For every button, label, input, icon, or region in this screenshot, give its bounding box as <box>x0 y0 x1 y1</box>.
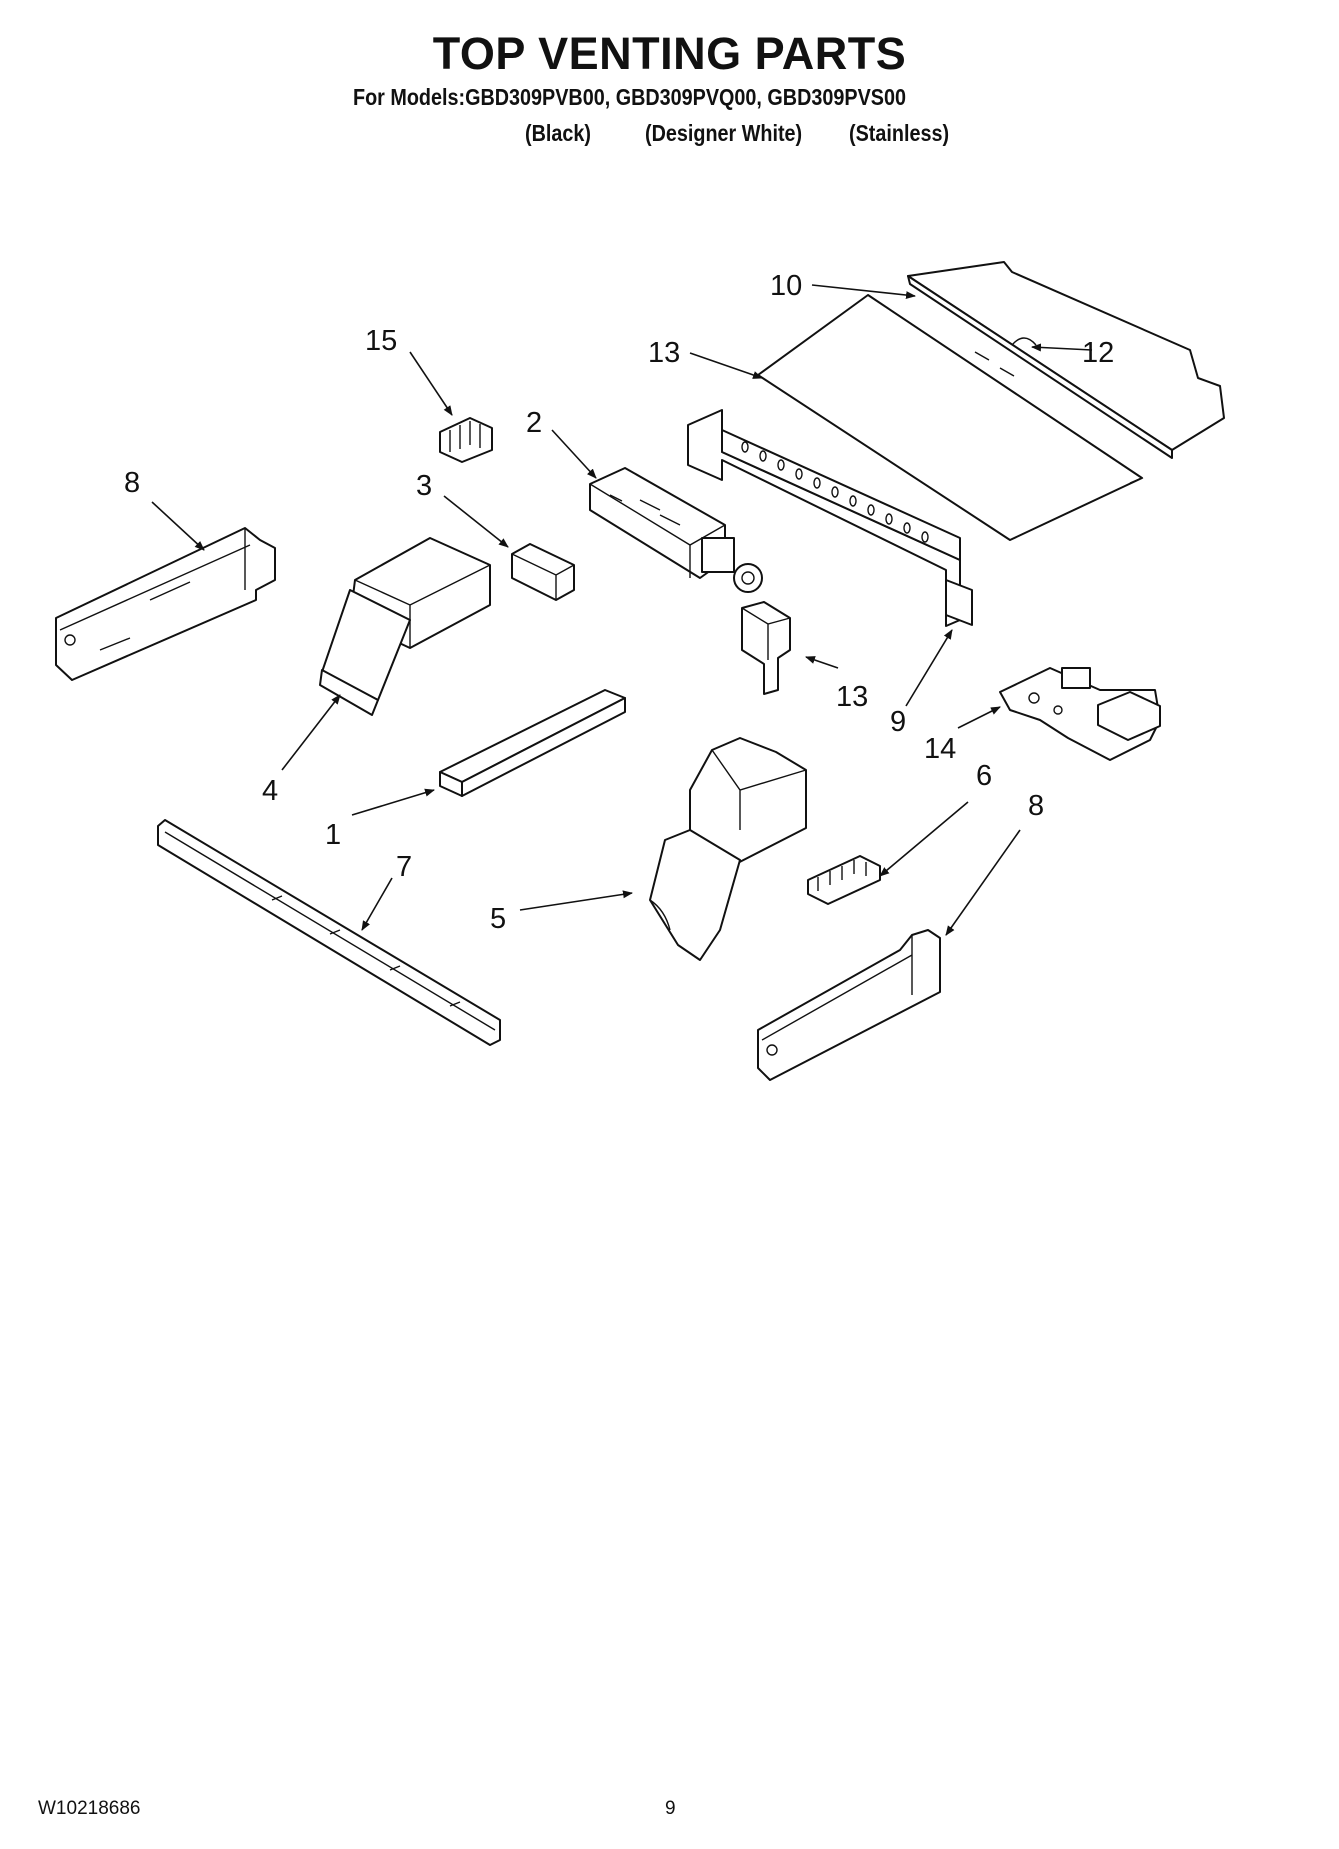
callout-9: 9 <box>890 706 906 738</box>
leader-11 <box>1031 343 1093 352</box>
part-2-blower-assembly <box>589 467 763 593</box>
callout-8-right: 8 <box>1028 790 1044 822</box>
part-13-small-bracket <box>741 601 791 695</box>
part-7-long-rail <box>157 819 501 1046</box>
callout-14: 14 <box>924 733 956 765</box>
leader-7 <box>361 877 393 931</box>
leader-10 <box>811 284 916 300</box>
callout-7: 7 <box>396 851 412 883</box>
page-number: 9 <box>665 1798 676 1819</box>
leader-8-right <box>945 829 1021 936</box>
part-6-terminal-strip <box>807 855 881 905</box>
leader-6 <box>879 801 969 877</box>
document-number: W10218686 <box>38 1798 141 1819</box>
leader-12 <box>689 352 763 379</box>
callout-12: 13 <box>648 337 680 369</box>
part-1-flat-strip <box>439 689 626 797</box>
models-line: For Models:GBD309PVB00, GBD309PVQ00, GBD… <box>353 84 906 110</box>
finish-stainless: (Stainless) <box>849 120 950 146</box>
part-10-top-panel <box>907 261 1225 459</box>
part-5-lower-duct <box>649 737 807 961</box>
leader-2 <box>551 429 597 479</box>
part-15-terminal-block <box>439 417 493 463</box>
leader-14 <box>957 706 1001 729</box>
finish-designer-white: (Designer White) <box>645 120 803 146</box>
page-title: TOP VENTING PARTS <box>432 28 907 79</box>
callout-15: 15 <box>365 325 397 357</box>
callout-10: 10 <box>770 270 802 302</box>
callout-11: 12 <box>1082 337 1114 369</box>
leader-13 <box>805 656 839 669</box>
leader-3 <box>443 495 509 548</box>
part-4-duct <box>319 537 491 716</box>
leader-5 <box>519 890 633 911</box>
callout-5: 5 <box>490 903 506 935</box>
callout-2: 2 <box>526 407 542 439</box>
part-8-right-bracket <box>757 929 941 1081</box>
finish-black: (Black) <box>525 120 591 146</box>
leader-15 <box>409 351 453 416</box>
part-3-foam-block <box>511 543 575 601</box>
part-8-left-bracket <box>55 527 276 681</box>
leader-1 <box>351 788 435 816</box>
callout-13: 13 <box>836 681 868 713</box>
leader-4 <box>281 694 341 771</box>
callout-8-left: 8 <box>124 467 140 499</box>
leader-8-left <box>151 501 205 551</box>
callout-1: 1 <box>325 819 341 851</box>
callout-6: 6 <box>976 760 992 792</box>
leader-9 <box>905 629 953 707</box>
callout-4: 4 <box>262 775 278 807</box>
part-9-vent-rail <box>687 409 973 627</box>
vent-slots <box>741 441 929 543</box>
part-14-control-plate <box>999 667 1161 761</box>
part-12-insulation <box>757 294 1144 541</box>
callout-3: 3 <box>416 470 432 502</box>
